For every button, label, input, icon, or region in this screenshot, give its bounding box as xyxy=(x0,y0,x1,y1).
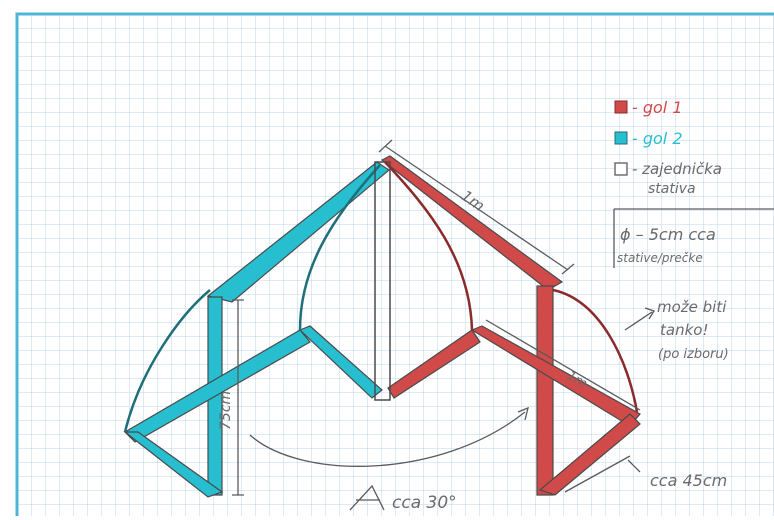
bottom-depth-line xyxy=(564,455,631,493)
note-line-3: (po izboru) xyxy=(658,347,729,362)
legend-label-goal-1: - gol 1 xyxy=(632,98,683,117)
side-length-dimension-line xyxy=(485,319,641,411)
height-ticks xyxy=(232,299,244,496)
goal-1-inner-bar xyxy=(387,329,481,399)
spec-parts: stative/prečke xyxy=(617,251,703,265)
goal-2-back-bar xyxy=(124,329,311,443)
grid-pattern xyxy=(17,14,774,516)
note-arrow-head xyxy=(644,307,655,320)
goal-1-net-curve xyxy=(552,288,639,413)
height-label: 75cm xyxy=(218,391,234,430)
goal-1-ground-bar xyxy=(538,413,641,496)
top-length-dimension-line xyxy=(384,145,569,271)
note-line-2: tanko! xyxy=(660,321,708,339)
goal-2-ground-bar xyxy=(123,431,224,498)
sheet-border xyxy=(15,12,774,516)
goal-2-inner-curve xyxy=(298,164,381,331)
goal-1-top-bar xyxy=(380,155,564,291)
spec-box-border xyxy=(613,208,774,268)
angle-arrow-head xyxy=(517,406,529,421)
note-line-1: može biti xyxy=(657,298,727,316)
legend-swatch-goal-2 xyxy=(614,131,628,145)
note-arrow xyxy=(624,311,653,331)
angle-symbol xyxy=(349,484,385,511)
bottom-depth-label: cca 45cm xyxy=(650,471,727,490)
legend-swatch-goal-1 xyxy=(614,100,628,114)
goal-2-top-bar xyxy=(206,161,390,303)
angle-arc xyxy=(249,411,526,467)
goal-1-front-post xyxy=(536,285,554,496)
goal-2-net-curve xyxy=(123,289,211,433)
goal-2-inner-bar xyxy=(298,325,383,399)
spec-diameter: ϕ – 5cm cca xyxy=(620,225,716,244)
shared-post-outline xyxy=(374,161,391,401)
top-length-ticks xyxy=(378,139,575,275)
goal-1-back-bar xyxy=(470,325,641,427)
depth-dimension-line xyxy=(627,459,641,473)
shared-post xyxy=(374,161,391,401)
legend-label-shared: - zajednička xyxy=(632,160,722,178)
goal-1-inner-curve xyxy=(384,161,474,331)
legend-label-shared-line2: stativa xyxy=(648,181,696,197)
legend-swatch-shared xyxy=(614,162,628,176)
legend: - gol 1 - gol 2 - zajednička stativa ϕ –… xyxy=(614,98,722,265)
angle-label: cca 30° xyxy=(392,493,457,513)
goal-1-frame xyxy=(380,155,641,496)
goal-2-frame xyxy=(123,161,390,498)
legend-label-goal-2: - gol 2 xyxy=(632,129,683,148)
